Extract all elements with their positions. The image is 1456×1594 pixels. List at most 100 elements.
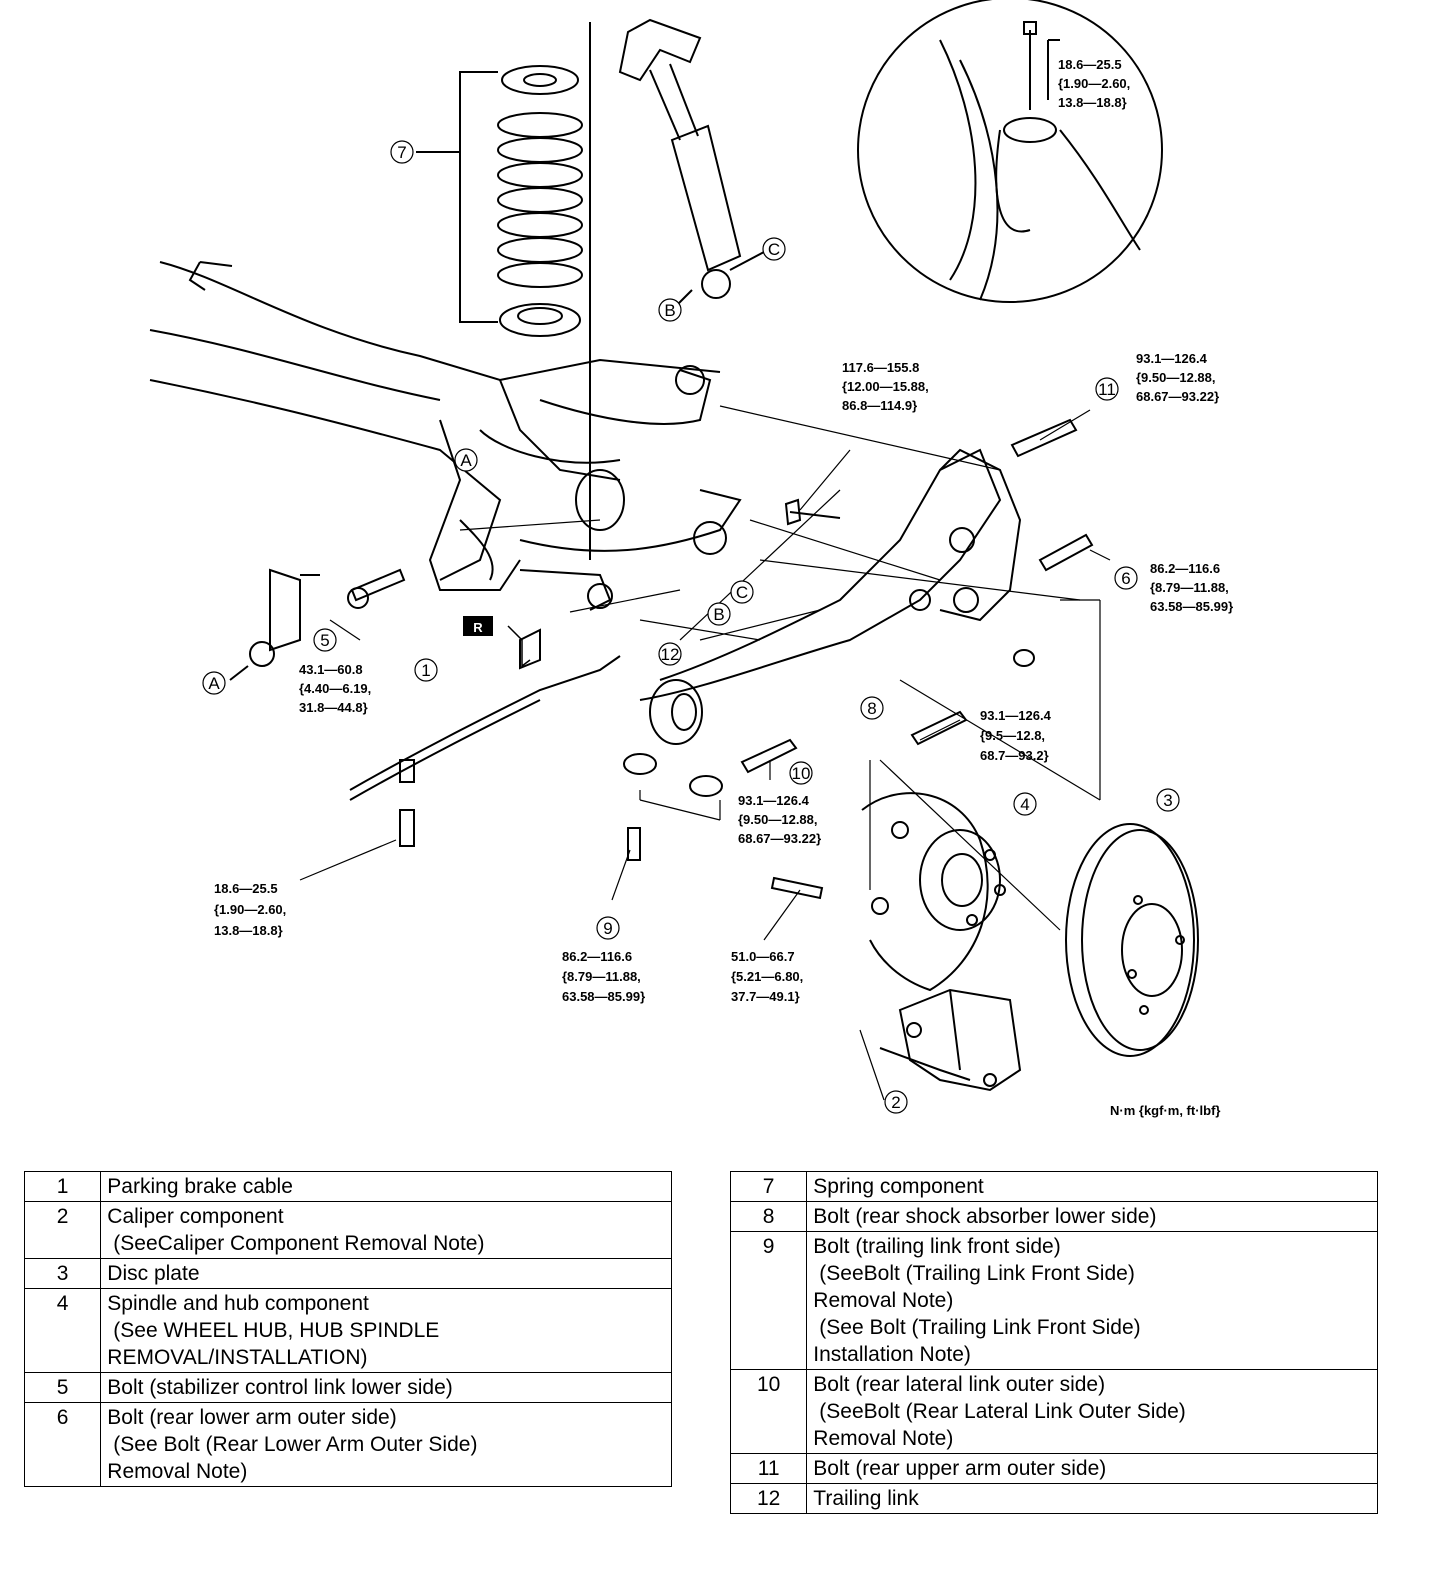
part-number: 7	[729, 1171, 808, 1202]
svg-text:93.1—126.4: 93.1—126.4	[980, 708, 1052, 723]
svg-text:11: 11	[1098, 380, 1116, 399]
svg-text:3: 3	[1163, 791, 1172, 810]
svg-text:4: 4	[1020, 795, 1029, 814]
svg-text:B: B	[664, 301, 675, 320]
svg-text:C: C	[736, 583, 748, 602]
svg-text:10: 10	[792, 764, 811, 783]
svg-text:37.7—49.1}: 37.7—49.1}	[731, 989, 800, 1004]
torque-spec-5: 43.1—60.8 {4.40—6.19, 31.8—44.8}	[299, 662, 371, 715]
svg-text:18.6—25.5: 18.6—25.5	[214, 881, 278, 896]
torque-spec-11: 93.1—126.4 {9.50—12.88, 68.67—93.22}	[1136, 351, 1219, 404]
callout-7: 7	[390, 140, 414, 164]
svg-text:2: 2	[891, 1093, 900, 1112]
svg-text:C: C	[768, 240, 780, 259]
letter-a-stabilizer: A	[202, 671, 226, 695]
svg-text:68.67—93.22}: 68.67—93.22}	[738, 831, 821, 846]
svg-text:43.1—60.8: 43.1—60.8	[299, 662, 363, 677]
replace-part-mark: R	[463, 616, 531, 668]
part-description: Bolt (rear lower arm outer side) (See Bo…	[100, 1402, 672, 1487]
part-description-line: Bolt (rear upper arm outer side)	[813, 1457, 1107, 1480]
torque-spec-10: 93.1—126.4 {9.50—12.88, 68.67—93.22}	[738, 793, 821, 846]
part-number: 3	[23, 1258, 102, 1289]
part-description-line: (SeeBolt (Rear Lateral Link Outer Side)	[819, 1400, 1186, 1423]
svg-text:{5.21—6.80,: {5.21—6.80,	[731, 969, 803, 984]
part-description-line: Bolt (rear lateral link outer side)	[813, 1373, 1106, 1396]
part-description: Caliper component (SeeCaliper Component …	[100, 1201, 672, 1259]
part-description-line: (SeeBolt (Trailing Link Front Side)	[819, 1262, 1135, 1285]
callout-3: 3	[1156, 788, 1180, 812]
torque-spec-spindle: 51.0—66.7 {5.21—6.80, 37.7—49.1}	[731, 949, 803, 1004]
callout-6: 6	[1114, 566, 1138, 590]
caliper	[879, 988, 1022, 1092]
part-description-line: Caliper component	[107, 1205, 284, 1228]
svg-text:B: B	[713, 605, 724, 624]
trailing-link	[639, 448, 1022, 745]
svg-text:68.67—93.22}: 68.67—93.22}	[1136, 389, 1219, 404]
part-description: Bolt (trailing link front side) (SeeBolt…	[806, 1231, 1378, 1370]
part-description-line: Bolt (rear shock absorber lower side)	[813, 1205, 1157, 1228]
part-number: 1	[23, 1171, 102, 1202]
part-description: Bolt (stabilizer control link lower side…	[100, 1372, 672, 1403]
svg-text:18.6—25.5: 18.6—25.5	[1058, 57, 1122, 72]
callout-numbers: 7 11 6 5 1 12 8 10 4 3 9 2	[313, 140, 1180, 1114]
svg-text:{8.79—11.88,: {8.79—11.88,	[562, 969, 641, 984]
parking-brake-cable	[349, 628, 621, 801]
part-description-line: Parking brake cable	[107, 1175, 293, 1198]
leader-lines	[299, 405, 1111, 1101]
svg-text:{1.90—2.60,: {1.90—2.60,	[214, 902, 286, 917]
svg-text:{9.5—12.8,: {9.5—12.8,	[980, 728, 1045, 743]
svg-text:8: 8	[867, 699, 876, 718]
part-number: 10	[729, 1369, 808, 1454]
svg-text:31.8—44.8}: 31.8—44.8}	[299, 700, 368, 715]
disc-plate	[1065, 823, 1199, 1057]
callout-9: 9	[596, 916, 620, 940]
part-description-line: (SeeCaliper Component Removal Note)	[113, 1232, 485, 1255]
svg-text:51.0—66.7: 51.0—66.7	[731, 949, 795, 964]
svg-text:86.2—116.6: 86.2—116.6	[1150, 561, 1220, 576]
svg-text:86.2—116.6: 86.2—116.6	[562, 949, 632, 964]
part-description-line: Spring component	[813, 1175, 984, 1198]
part-description-line: Bolt (rear lower arm outer side)	[107, 1406, 397, 1429]
svg-text:13.8—18.8}: 13.8—18.8}	[214, 923, 283, 938]
letter-b-link: B	[707, 602, 731, 626]
coil-spring	[416, 65, 583, 337]
svg-text:93.1—126.4: 93.1—126.4	[738, 793, 810, 808]
svg-text:68.7—93.2}: 68.7—93.2}	[980, 748, 1049, 763]
subframe	[149, 261, 742, 611]
shock-absorber	[589, 18, 765, 560]
part-number: 11	[729, 1453, 808, 1484]
part-description: Trailing link	[806, 1483, 1378, 1514]
part-description-line: Installation Note)	[813, 1343, 971, 1366]
svg-text:5: 5	[320, 631, 329, 650]
part-description-line: Removal Note)	[107, 1460, 248, 1483]
part-description-line: (See Bolt (Trailing Link Front Side)	[819, 1316, 1141, 1339]
callout-10: 10	[789, 761, 813, 785]
part-number: 5	[23, 1372, 102, 1403]
svg-text:63.58—85.99}: 63.58—85.99}	[1150, 599, 1233, 614]
svg-text:{12.00—15.88,: {12.00—15.88,	[842, 379, 929, 394]
part-description-line: REMOVAL/INSTALLATION)	[107, 1346, 368, 1369]
part-description: Parking brake cable	[100, 1171, 672, 1202]
part-description: Bolt (rear shock absorber lower side)	[806, 1201, 1378, 1232]
svg-text:63.58—85.99}: 63.58—85.99}	[562, 989, 645, 1004]
part-description-line: Disc plate	[107, 1262, 200, 1285]
letter-a-frame: A	[454, 448, 478, 472]
svg-text:A: A	[208, 674, 220, 693]
part-number: 12	[729, 1483, 808, 1514]
torque-spec-9: 86.2—116.6 {8.79—11.88, 63.58—85.99}	[562, 949, 645, 1004]
callout-8: 8	[860, 696, 884, 720]
svg-text:9: 9	[603, 919, 612, 938]
svg-text:7: 7	[397, 143, 406, 162]
svg-text:12: 12	[661, 645, 680, 664]
part-number: 2	[23, 1201, 102, 1259]
